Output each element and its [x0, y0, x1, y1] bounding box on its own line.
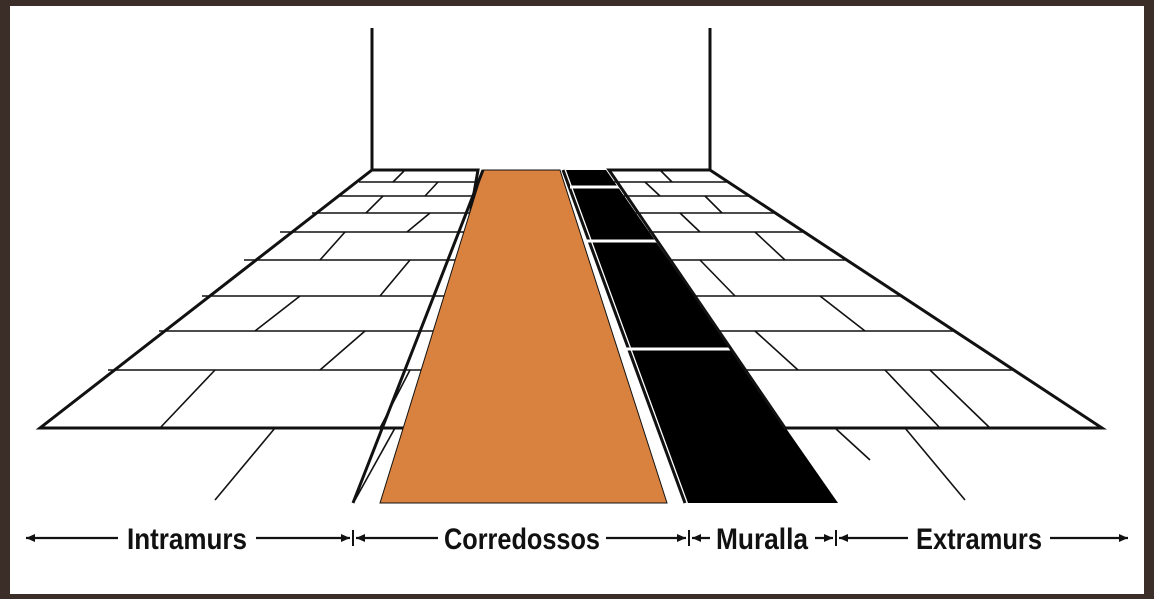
extramurs-label: Extramurs: [916, 523, 1042, 556]
corredossos-label: Corredossos: [444, 523, 600, 556]
intramurs-label: Intramurs: [127, 523, 247, 556]
corredossos-right-border: [561, 169, 687, 504]
corredossos-left-border: [351, 169, 485, 504]
extramurs-paving: [606, 168, 1108, 501]
muralla-strip: [566, 170, 838, 503]
muralla-label: Muralla: [716, 523, 808, 556]
dimension-ticks: [352, 530, 837, 546]
corredossos-strip: [379, 169, 668, 504]
muralla-joints: [570, 185, 732, 351]
